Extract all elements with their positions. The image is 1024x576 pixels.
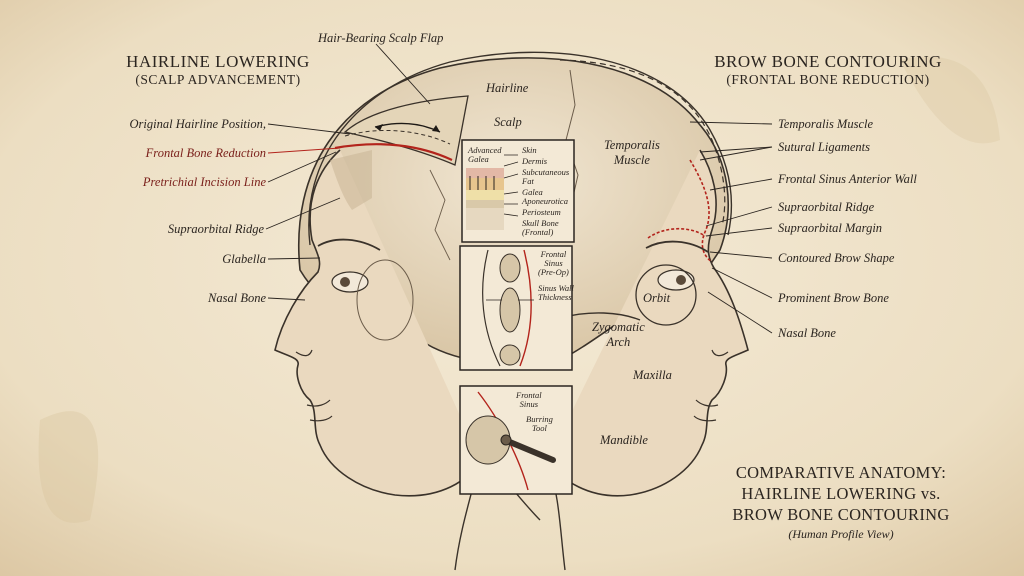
right-heading-title: BROW BONE CONTOURING xyxy=(714,52,942,71)
label-maxilla: Maxilla xyxy=(633,368,672,382)
label-original-hairline: Original Hairline Position, xyxy=(129,117,266,131)
original-contour-dashed xyxy=(559,59,726,227)
label-supraorbital-ridge-left: Supraorbital Ridge xyxy=(167,222,264,236)
caption-subtitle: (Human Profile View) xyxy=(788,527,894,542)
label-orbit: Orbit xyxy=(643,291,671,305)
left-heading-title: HAIRLINE LOWERING xyxy=(126,52,310,71)
label-zygomatic-arch: Zygomatic Arch xyxy=(592,320,645,349)
label-skin: Skin xyxy=(522,145,537,155)
leader-lines-right xyxy=(689,121,773,334)
label-supraorbital-ridge-right: Supraorbital Ridge xyxy=(778,200,875,214)
right-orbit xyxy=(635,264,697,326)
inset-frontal-sinus xyxy=(459,245,573,371)
right-iris xyxy=(676,275,686,285)
right-face-profile xyxy=(547,149,749,497)
right-brow-contour-red xyxy=(689,159,713,263)
caption: COMPARATIVE ANATOMY: HAIRLINE LOWERING v… xyxy=(716,462,966,542)
label-sutural-ligaments: Sutural Ligaments xyxy=(778,140,871,154)
paper-stain xyxy=(38,411,99,523)
left-forehead-shadow xyxy=(330,150,372,210)
leader-lines-left xyxy=(265,43,431,301)
label-nasal-bone-left: Nasal Bone xyxy=(208,291,266,305)
label-frontal-sinus-anterior-wall: Frontal Sinus Anterior Wall xyxy=(778,172,917,186)
label-pretrichial-incision: Pretrichial Incision Line xyxy=(142,175,266,189)
left-lips xyxy=(306,399,333,422)
flap-arrow-head xyxy=(375,124,383,131)
left-face-profile xyxy=(274,149,481,497)
right-heading: BROW BONE CONTOURING (FRONTAL BONE REDUC… xyxy=(698,52,958,88)
label-subcutaneous-fat: Subcutaneous Fat xyxy=(522,167,570,186)
label-nasal-bone-right: Nasal Bone xyxy=(778,326,836,340)
cranial-suture xyxy=(429,169,451,261)
right-lips xyxy=(693,399,719,422)
label-contoured-brow-shape: Contoured Brow Shape xyxy=(778,251,895,265)
label-frontal-sinus-inset: Frontal Sinus xyxy=(516,390,542,409)
label-galea-aponeurotica: Galea Aponeurotica xyxy=(522,187,568,206)
scalp-outline xyxy=(308,51,733,246)
inset-burring xyxy=(459,385,573,495)
flap-arrow-head xyxy=(432,125,440,132)
pretrichial-incision-red xyxy=(334,143,453,161)
left-nostril xyxy=(295,349,313,357)
caption-title: COMPARATIVE ANATOMY: HAIRLINE LOWERING v… xyxy=(732,463,950,525)
label-mandible: Mandible xyxy=(600,433,648,447)
label-scalp-flap: Hair-Bearing Scalp Flap xyxy=(318,31,444,45)
right-brow xyxy=(645,240,709,253)
right-nostril xyxy=(711,349,729,357)
left-iris xyxy=(340,277,350,287)
label-frontal-bone-reduction: Frontal Bone Reduction xyxy=(145,146,266,160)
scalp-flap xyxy=(343,95,469,166)
label-supraorbital-margin: Supraorbital Margin xyxy=(778,221,883,235)
label-hairline: Hairline xyxy=(486,81,529,95)
right-supraorbital-red xyxy=(647,227,706,239)
paper-stain xyxy=(900,56,1000,144)
inset-scalp-layers xyxy=(461,139,575,243)
left-heading-subtitle: (SCALP ADVANCEMENT) xyxy=(135,72,301,87)
label-skull-bone: Skull Bone (Frontal) xyxy=(522,218,559,237)
label-prominent-brow-bone: Prominent Brow Bone xyxy=(778,291,889,305)
left-brow xyxy=(317,238,381,251)
label-sinus-wall-thickness: Sinus Wall Thickness xyxy=(538,283,574,302)
label-glabella: Glabella xyxy=(222,252,266,266)
left-cheek-bone xyxy=(356,259,414,341)
label-temporalis-center: Temporalis Muscle xyxy=(604,138,660,167)
label-temporalis-muscle-right: Temporalis Muscle xyxy=(778,117,874,131)
label-dermis: Dermis xyxy=(522,156,548,166)
label-periosteum: Periosteum xyxy=(522,207,561,217)
label-scalp: Scalp xyxy=(494,115,522,129)
label-advanced-galea: Advanced Galea xyxy=(468,145,502,164)
label-frontal-sinus-preop: Frontal Sinus (Pre-Op) xyxy=(538,249,569,277)
label-burring-tool: Burring Tool xyxy=(526,414,553,433)
right-heading-subtitle: (FRONTAL BONE REDUCTION) xyxy=(726,72,930,87)
left-heading: HAIRLINE LOWERING (SCALP ADVANCEMENT) xyxy=(98,52,338,88)
